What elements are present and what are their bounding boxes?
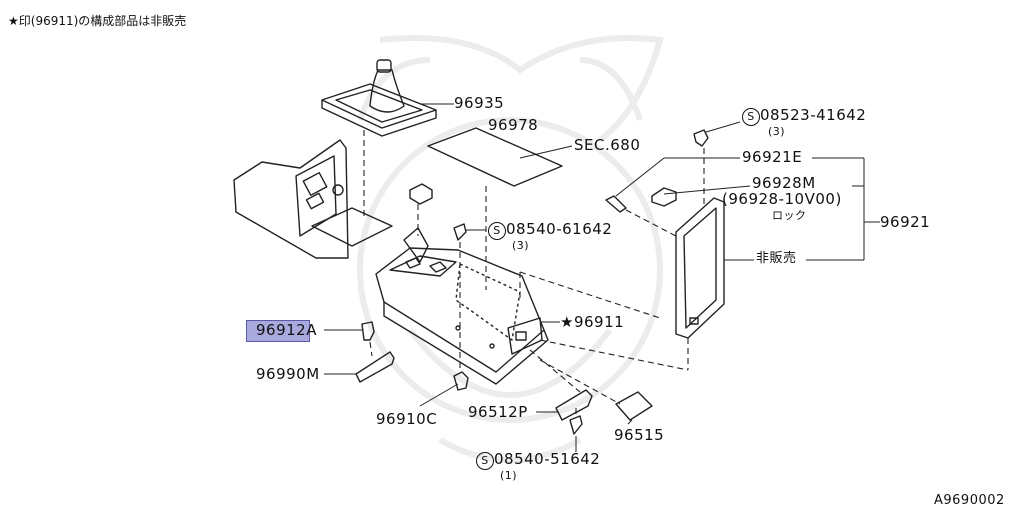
clip-96921E bbox=[605, 195, 627, 213]
bolt-96912A bbox=[361, 321, 375, 341]
label-lock: ロック bbox=[772, 209, 807, 222]
label-96910C[interactable]: 96910C bbox=[376, 410, 438, 428]
label-not-for-sale: 非販売 bbox=[756, 251, 797, 266]
label-96990M[interactable]: 96990M bbox=[256, 365, 320, 383]
pocket-96515 bbox=[615, 391, 653, 421]
grommet-96910C bbox=[453, 371, 469, 391]
qty-08523: (3) bbox=[768, 125, 786, 138]
label-96512P[interactable]: 96512P bbox=[468, 403, 528, 421]
screw-08540-61642 bbox=[453, 223, 467, 241]
watermark-emblem bbox=[357, 35, 664, 463]
screw-symbol-icon: S bbox=[476, 452, 494, 470]
label-96515[interactable]: 96515 bbox=[614, 426, 665, 444]
highlighted-part-96912A[interactable] bbox=[246, 320, 310, 342]
bracket-96512P bbox=[555, 389, 593, 421]
label-96935[interactable]: 96935 bbox=[454, 94, 505, 112]
center-console-96911 bbox=[375, 227, 549, 385]
label-96911[interactable]: ★96911 bbox=[560, 313, 625, 331]
diagram-id: A9690002 bbox=[934, 493, 1005, 508]
qty-08540-61642: (3) bbox=[512, 239, 530, 252]
label-sec680[interactable]: SEC.680 bbox=[574, 136, 641, 154]
bracket-96990M bbox=[355, 351, 395, 383]
label-96921[interactable]: 96921 bbox=[880, 213, 931, 231]
screw-symbol-icon: S bbox=[742, 108, 760, 126]
label-96928M[interactable]: 96928M bbox=[752, 174, 816, 192]
screw-symbol-icon: S bbox=[488, 222, 506, 240]
label-96928-10V00[interactable]: (96928-10V00) bbox=[722, 190, 842, 208]
label-96912A[interactable]: 96912A bbox=[256, 321, 317, 339]
mat-96978 bbox=[427, 127, 563, 187]
side-cover-96921 bbox=[675, 197, 725, 339]
label-96978[interactable]: 96978 bbox=[488, 116, 539, 134]
front-panel-sec680 bbox=[233, 139, 393, 259]
label-96921E[interactable]: 96921E bbox=[742, 148, 803, 166]
screw-08523 bbox=[693, 129, 709, 147]
screw-08540-51642 bbox=[569, 415, 583, 435]
cap-plug bbox=[409, 183, 433, 205]
qty-08540-51642: (1) bbox=[500, 469, 518, 482]
non-sale-note: ★印(96911)の構成部品は非販売 bbox=[8, 14, 187, 28]
lock-96928M bbox=[651, 187, 677, 207]
shift-boot-bezel-96935 bbox=[321, 59, 437, 137]
